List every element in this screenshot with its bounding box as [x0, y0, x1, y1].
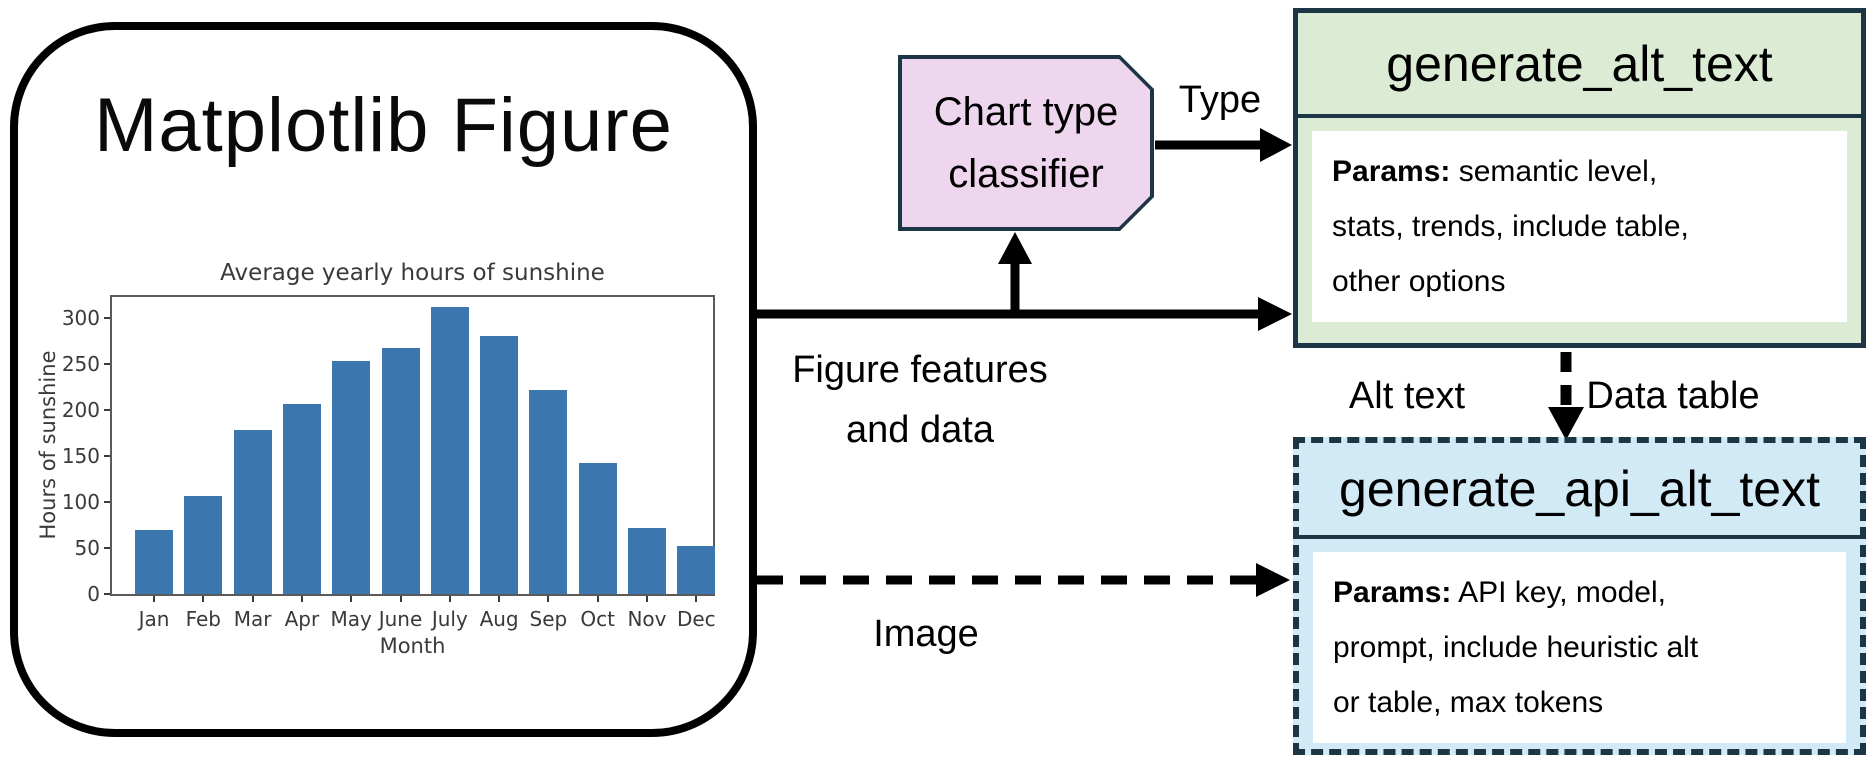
bar [184, 495, 223, 594]
x-tick-label: Mar [233, 607, 272, 631]
params-label: Params: [1332, 155, 1451, 188]
chart-title: Average yearly hours of sunshine [220, 260, 605, 286]
x-tick-label: Nov [627, 607, 667, 631]
bar [233, 430, 272, 594]
y-tick-mark [104, 501, 110, 504]
y-tick-label: 100 [61, 490, 100, 515]
x-tick-mark [448, 596, 451, 602]
y-tick-mark [104, 593, 110, 595]
y-tick-label: 0 [87, 582, 100, 606]
x-tick-mark [695, 596, 698, 602]
params-label: Params: [1333, 576, 1452, 609]
params-line: or table, max tokens [1333, 686, 1604, 719]
x-tick-mark [399, 596, 402, 602]
bar [282, 403, 321, 594]
y-tick-mark [104, 455, 110, 458]
bar [677, 546, 716, 594]
x-tick-label: Aug [479, 607, 519, 631]
x-tick-label: Sep [529, 607, 568, 631]
y-tick-mark [104, 409, 110, 412]
arrow-type [1155, 128, 1292, 162]
data-table-label: Data table [1586, 375, 1760, 417]
x-tick-label: Feb [185, 607, 221, 631]
x-tick-mark [202, 596, 205, 602]
alt-text-label: Alt text [1348, 375, 1466, 417]
arrow-image [757, 563, 1290, 597]
chart-type-classifier-fill [902, 59, 1150, 227]
bar [135, 529, 173, 594]
arrow-figure-features [757, 297, 1292, 331]
x-tick-label: Jan [138, 607, 170, 631]
bar [628, 527, 666, 594]
figure-title: Matplotlib Figure [94, 83, 673, 168]
x-tick-mark [498, 596, 501, 602]
x-tick-mark [547, 596, 550, 602]
bar [381, 348, 420, 594]
x-tick-label: Oct [580, 607, 615, 631]
chart-xlabel: Month [379, 634, 446, 658]
arrow-branch-to-classifier [998, 232, 1032, 318]
type-label: Type [1178, 79, 1262, 121]
x-tick-label: Dec [676, 607, 716, 631]
y-tick-label: 300 [61, 306, 100, 331]
classifier-label-line1: Chart type [933, 90, 1119, 134]
y-tick-label: 50 [74, 536, 100, 561]
params-line: prompt, include heuristic alt [1333, 631, 1699, 664]
bar [480, 335, 519, 594]
x-tick-label: June [378, 607, 423, 631]
bar [529, 389, 568, 594]
x-tick-label: July [431, 607, 468, 631]
params-line: Params: API key, model, [1333, 576, 1666, 609]
y-tick-mark [104, 317, 110, 320]
x-tick-label: Apr [284, 607, 320, 631]
generate-api-alt-text-params: Params: API key, model, prompt, include … [1313, 552, 1846, 743]
generate-alt-text-title: generate_alt_text [1298, 13, 1861, 118]
x-tick-mark [350, 596, 353, 602]
bar [578, 463, 617, 594]
generate-api-alt-text-box: generate_api_alt_text Params: API key, m… [1293, 437, 1866, 755]
matplotlib-figure-box: Matplotlib Figure Average yearly hours o… [10, 22, 757, 737]
x-tick-mark [596, 596, 599, 602]
y-tick-mark [104, 547, 110, 550]
generate-alt-text-box: generate_alt_text Params: semantic level… [1293, 8, 1866, 348]
x-tick-mark [646, 596, 648, 602]
y-tick-label: 250 [61, 352, 100, 377]
classifier-label-line2: classifier [948, 152, 1104, 196]
params-line: stats, trends, include table, [1332, 210, 1689, 243]
params-line: other options [1332, 265, 1506, 298]
chart-type-classifier-box: Chart type classifier [898, 55, 1154, 231]
y-tick-label: 200 [61, 398, 100, 423]
generate-api-alt-text-title: generate_api_alt_text [1299, 443, 1860, 539]
y-tick-label: 150 [61, 444, 100, 469]
y-tick-mark [104, 363, 110, 366]
figure-features-label: Figure features and data [792, 349, 1048, 451]
x-tick-mark [300, 596, 303, 602]
x-tick-label: May [330, 607, 372, 631]
chart-type-classifier-label: Chart type classifier [898, 55, 1154, 231]
params-line: Params: semantic level, [1332, 155, 1658, 188]
x-tick-mark [153, 596, 155, 602]
bar [430, 307, 469, 594]
bar [332, 361, 371, 594]
image-label: Image [873, 613, 979, 655]
generate-alt-text-params: Params: semantic level, stats, trends, i… [1312, 131, 1847, 322]
x-tick-mark [251, 596, 254, 602]
